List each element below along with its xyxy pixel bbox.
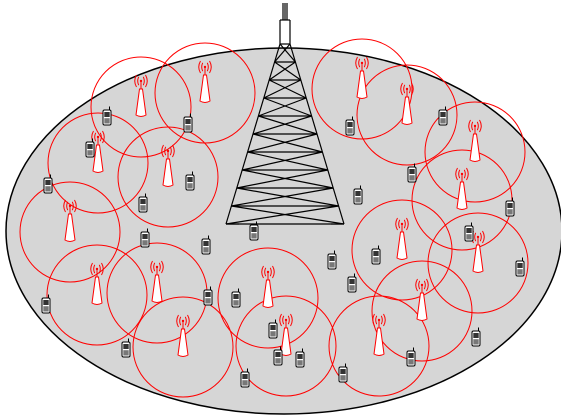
small-cell-coverage bbox=[371, 260, 473, 362]
small-cell-coverage bbox=[217, 247, 319, 349]
tower-brace bbox=[236, 187, 339, 207]
small-cell-coverage bbox=[311, 38, 413, 140]
tower-brace bbox=[231, 187, 334, 207]
tower-brace bbox=[274, 61, 302, 81]
tower-brace bbox=[258, 97, 307, 117]
small-cell-coverage bbox=[47, 112, 149, 214]
macro-cell-area bbox=[5, 47, 561, 415]
tower-brace bbox=[263, 97, 312, 117]
small-cell-coverage bbox=[351, 199, 453, 301]
tower-brace bbox=[231, 205, 345, 225]
tower-brace bbox=[258, 115, 318, 135]
small-cell-coverage bbox=[235, 295, 337, 397]
tower-brace bbox=[274, 43, 291, 63]
small-cell-coverage bbox=[46, 244, 148, 346]
tower-brace bbox=[263, 79, 302, 99]
tower-brace bbox=[242, 169, 334, 189]
small-cell-coverage bbox=[19, 181, 121, 283]
tower-brace bbox=[252, 133, 323, 153]
tower-brace bbox=[268, 79, 307, 99]
small-cell-coverage bbox=[132, 296, 234, 398]
tower-brace bbox=[236, 169, 328, 189]
small-cell-coverage bbox=[427, 212, 529, 314]
small-cell-coverage bbox=[356, 64, 458, 166]
tower-brace bbox=[252, 115, 312, 135]
tower-brace bbox=[247, 151, 328, 171]
small-cell-coverage-group bbox=[19, 38, 529, 398]
small-cell-coverage bbox=[328, 295, 430, 397]
tower-brace bbox=[247, 133, 318, 153]
tower-brace bbox=[268, 61, 296, 81]
macro-tower-icon bbox=[225, 3, 345, 225]
small-cell-coverage bbox=[90, 56, 192, 158]
small-cell-coverage bbox=[424, 101, 526, 203]
small-cell-coverage bbox=[117, 126, 219, 228]
tower-brace bbox=[225, 205, 339, 225]
tower-brace bbox=[279, 43, 296, 63]
tower-brace bbox=[242, 151, 323, 171]
